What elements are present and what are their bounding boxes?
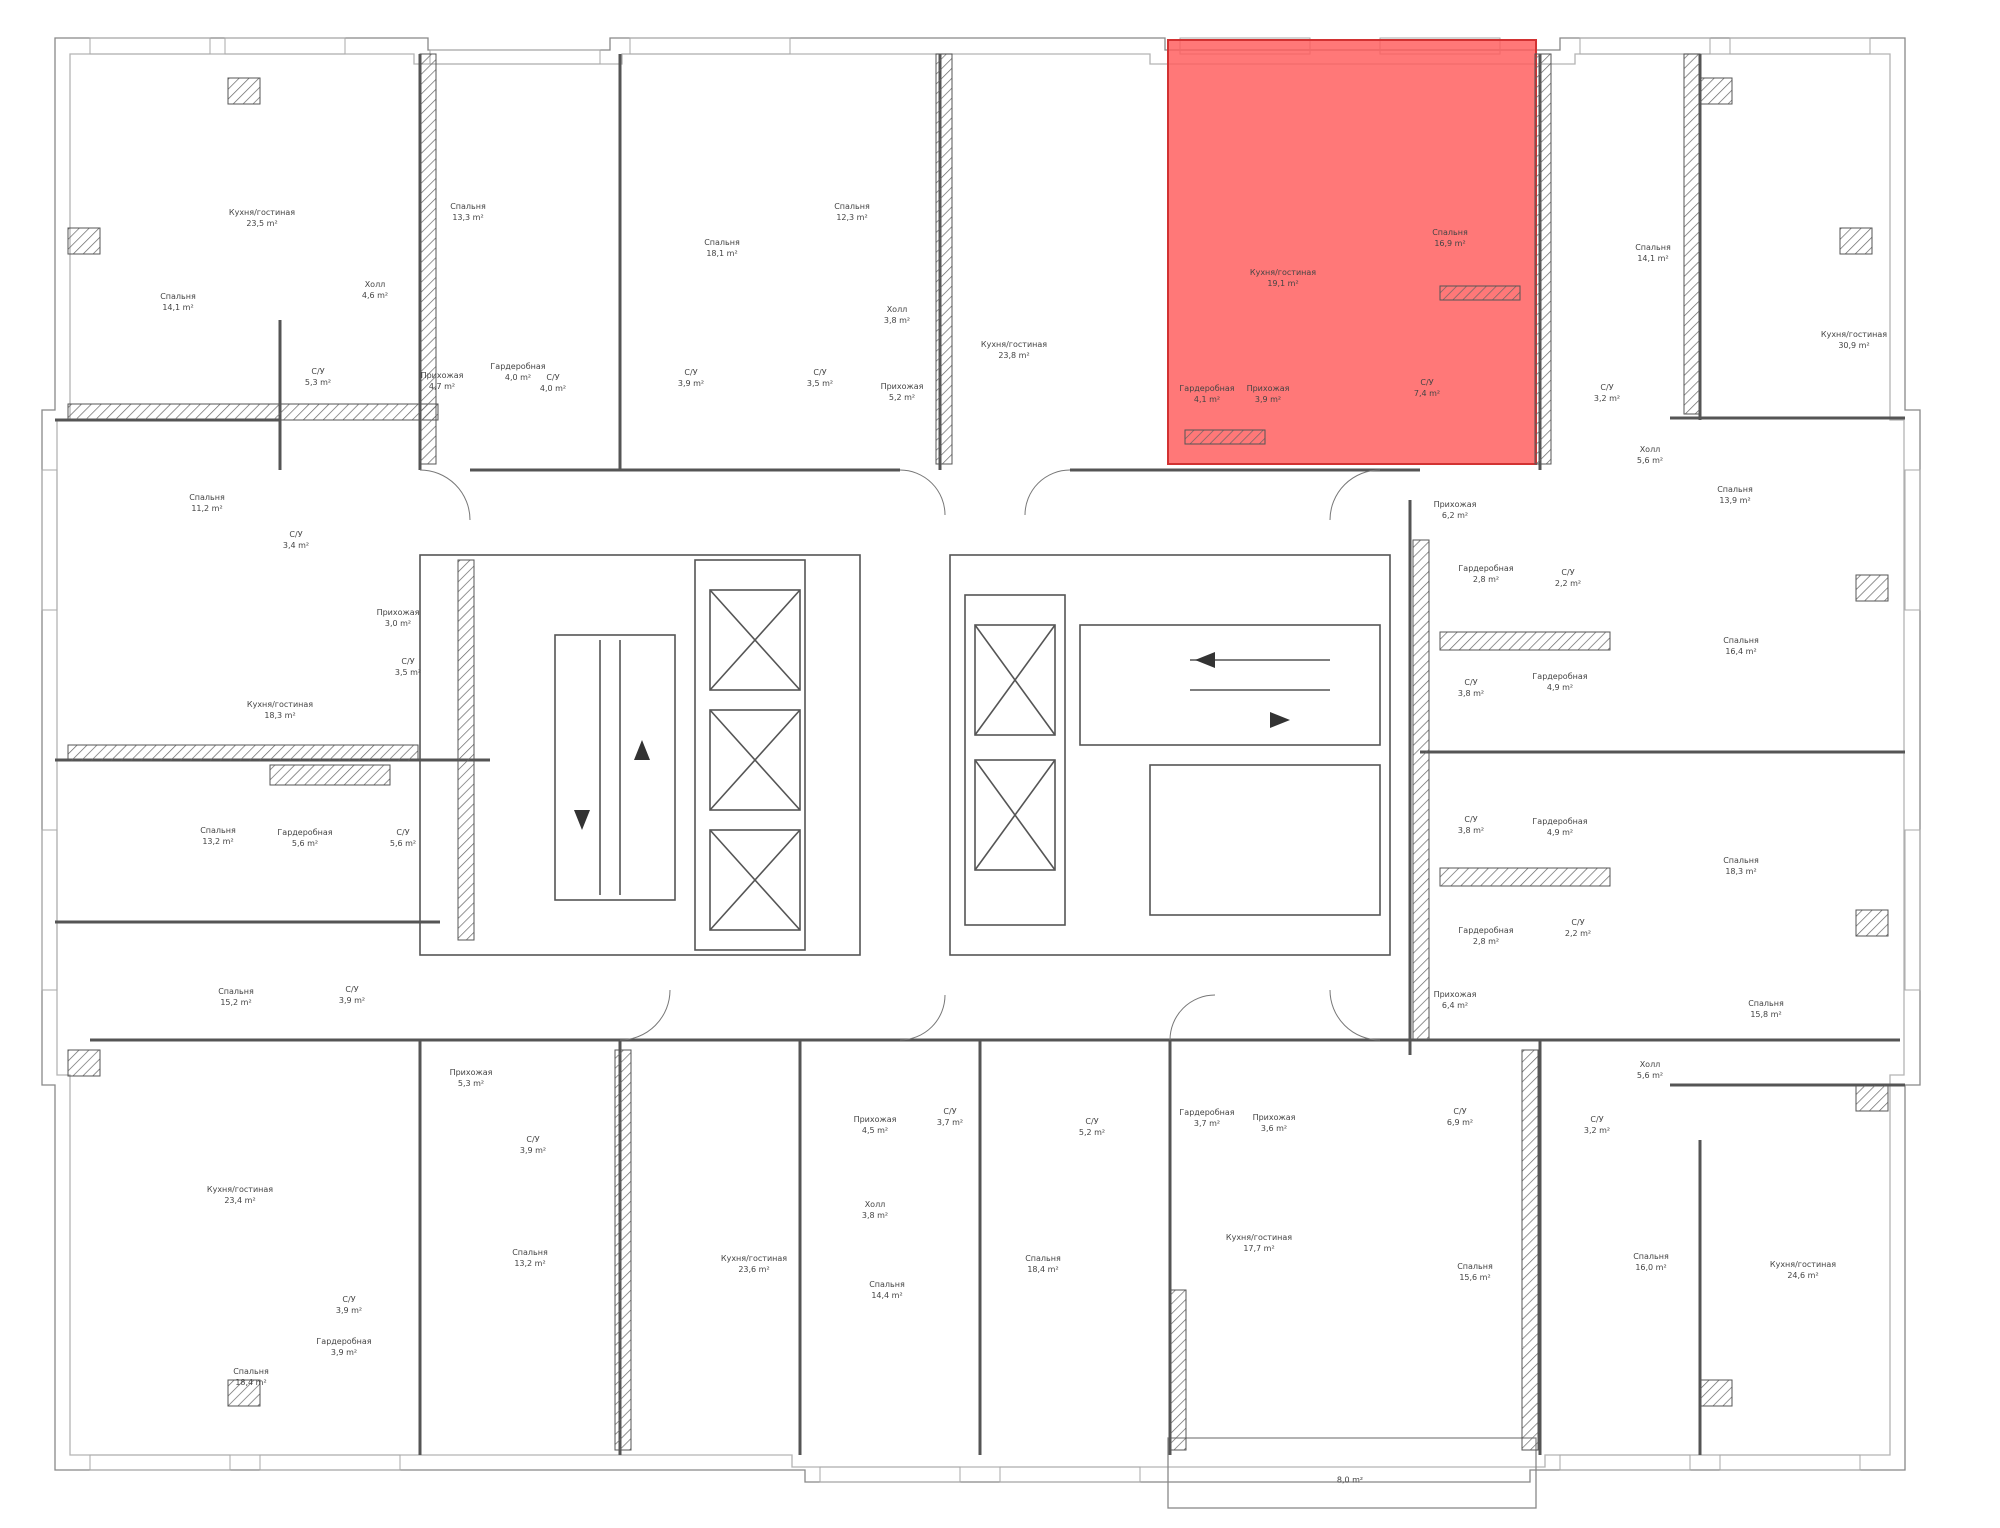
- core: [419, 554, 1391, 956]
- balcony-outline: [1167, 1437, 1537, 1509]
- door-swings: [419, 469, 1381, 1041]
- selected-apartment: [1167, 39, 1537, 465]
- windows: [41, 37, 1921, 1483]
- hatched-walls: [67, 53, 1889, 1451]
- stair-arrows: [574, 652, 1290, 830]
